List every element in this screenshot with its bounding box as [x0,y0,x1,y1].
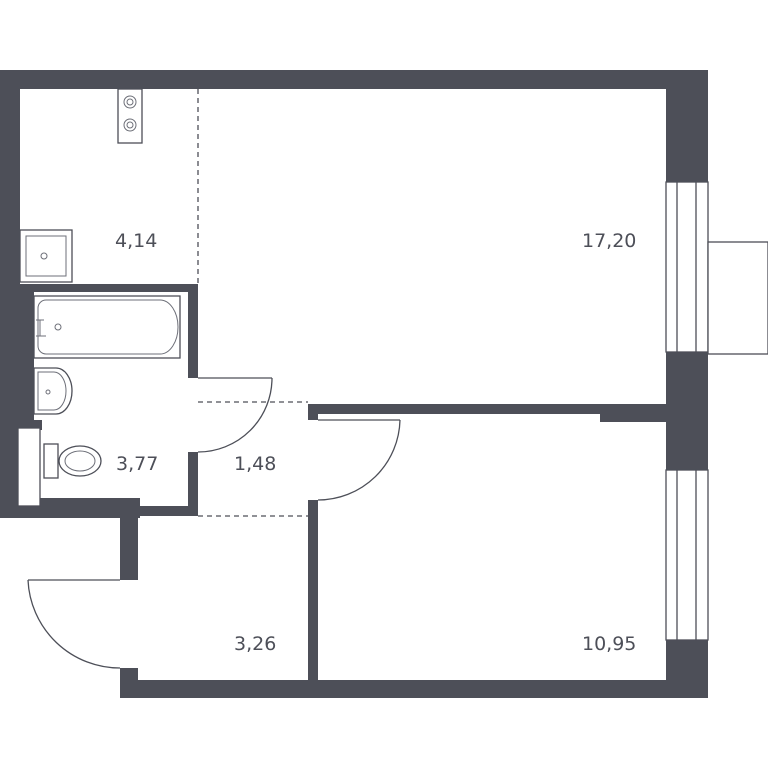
wall-bedroom-top [308,404,666,414]
wall-right-middle [666,352,708,470]
wall-bath-bottom [20,506,198,516]
bedroom-area-label: 10,95 [582,633,636,655]
door-entrance [27,579,121,669]
wall-bath-inner-left2 [20,420,42,430]
wall-hall-left-end [120,668,138,698]
zone-lines [197,89,308,517]
wall-bottom [120,680,708,698]
wall-bath-right-lower [188,452,198,516]
kitchen-sink-icon [19,229,73,283]
wall-bath-right-upper [188,284,198,378]
wall-hall-left [120,498,138,580]
wall-right-upper [666,70,708,182]
wall-top [0,70,708,89]
washbasin-icon [33,367,73,415]
wall-bedroom-stub [308,404,318,420]
window-frame [665,469,709,641]
balcony [707,241,768,355]
wall-bath-top [20,284,198,292]
interior-walls [20,284,666,688]
stove-icon [117,88,143,144]
bathroom-area-label: 3,77 [116,453,158,475]
toilet-icon [43,443,102,479]
wall-bath-inner-left [20,284,34,420]
area-labels: 4,14 17,20 3,77 1,48 3,26 10,95 [115,230,636,655]
door-bedroom [317,419,401,501]
wall-bedroom-left [308,500,318,688]
window-living [665,181,768,355]
hall-area-label: 3,26 [234,633,276,655]
window-frame [17,427,41,507]
window-bathroom [17,427,41,507]
bathtub-icon [33,295,181,359]
exterior-walls [0,70,708,698]
kitchen-area-label: 4,14 [115,230,157,252]
wall-left [0,70,20,506]
window-bedroom [665,469,709,641]
door-bathroom [197,377,273,453]
corridor-area-label: 1,48 [234,453,276,475]
window-frame [665,181,709,353]
living-area-label: 17,20 [582,230,636,252]
wall-bedroom-top-thick [600,404,666,422]
